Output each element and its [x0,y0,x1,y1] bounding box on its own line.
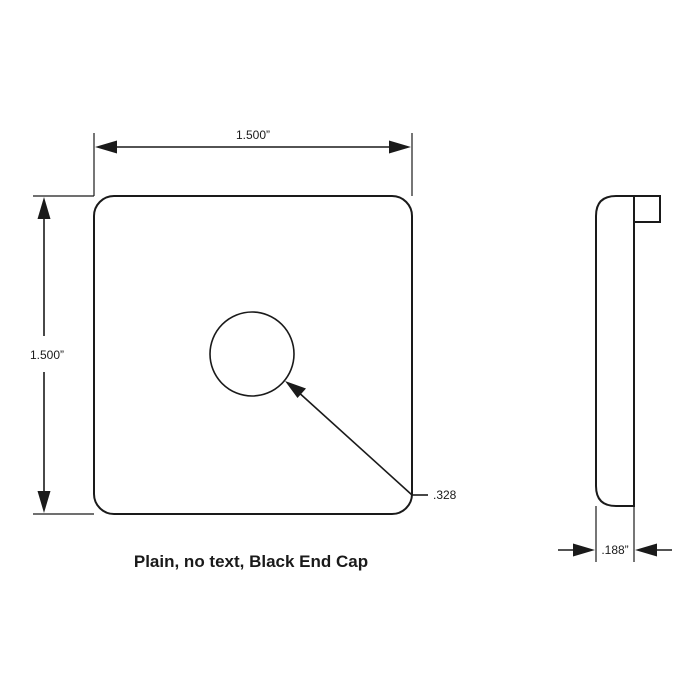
hole-leader-arrow [285,381,306,398]
cap-side-outline [595,195,635,507]
cap-side-tab [633,195,661,223]
hole-label: .328 [433,488,457,502]
height-label: 1.500” [30,348,64,362]
width-dimension: 1.500” [93,128,413,196]
caption: Plain, no text, Black End Cap [134,552,368,571]
hole-leader-line [295,389,413,496]
height-dimension: 1.500” [30,195,94,515]
width-arrow-left [95,140,117,154]
height-arrow-top [37,197,51,219]
thickness-label: .188” [601,543,628,557]
thickness-dimension: .188” [558,506,672,562]
cap-side-view [595,195,661,507]
cap-front-outline [93,195,413,515]
center-hole [209,311,295,397]
width-label: 1.500” [236,128,270,142]
width-arrow-right [389,140,411,154]
thickness-arrow-right [635,543,657,557]
thickness-arrow-left [573,543,595,557]
height-arrow-bottom [37,491,51,513]
hole-leader: .328 [285,381,457,502]
